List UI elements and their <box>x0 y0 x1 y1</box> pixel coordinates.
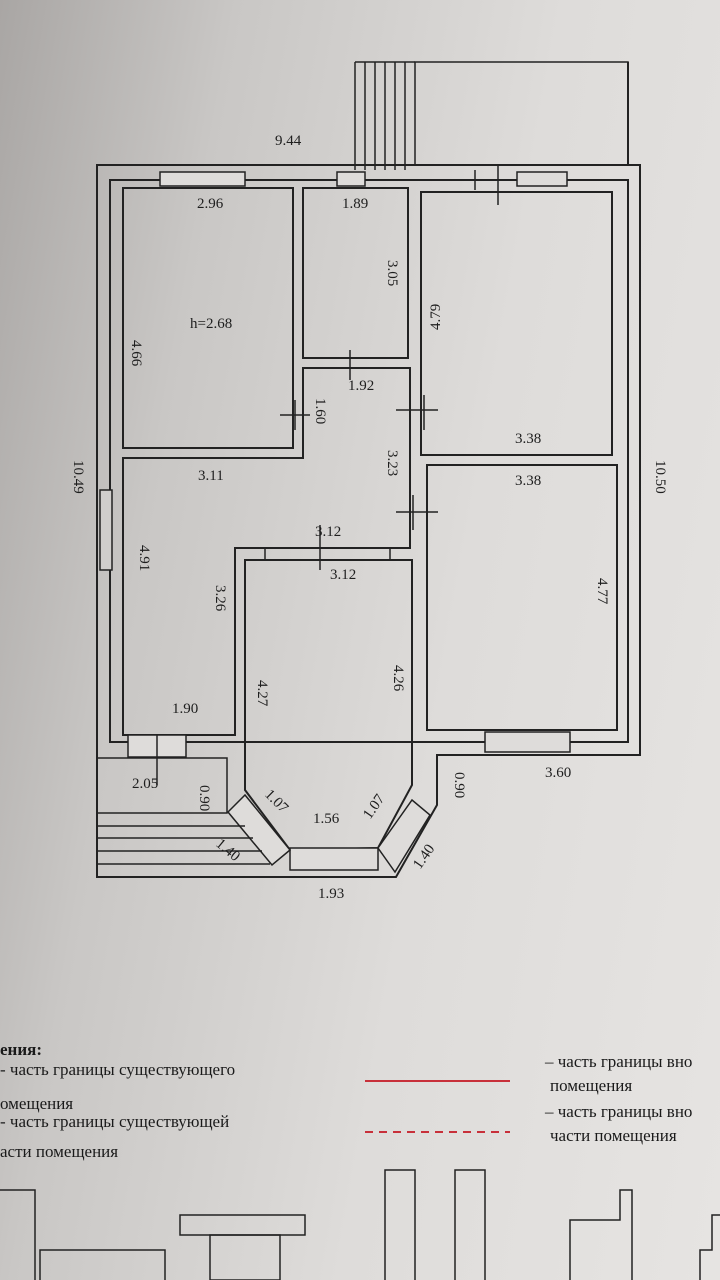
dim-outer-front: 1.93 <box>318 886 344 902</box>
dim-room5-bottom: 3.60 <box>545 765 571 781</box>
dim-porch-left-depth: 0.90 <box>196 785 212 811</box>
legend-heading: ения: <box>0 1040 42 1059</box>
dim-porch-right-depth: 0.90 <box>451 772 467 798</box>
inner-wall <box>109 179 629 743</box>
dim-room5-depth: 4.77 <box>594 578 610 605</box>
dim-porch-left-width: 2.05 <box>132 776 158 792</box>
dim-room3-width: 3.38 <box>515 431 541 447</box>
dim-room4-inner: 3.26 <box>212 585 228 612</box>
top-porch-stairs <box>354 61 629 170</box>
outer-wall <box>96 62 641 878</box>
windows <box>99 165 571 874</box>
legend-item4-line1: – часть границы вно <box>545 1102 693 1121</box>
dim-room2-depth: 3.05 <box>384 260 400 286</box>
dim-hall-side: 1.60 <box>312 398 328 424</box>
dim-diag-outer-left: 1.40 <box>212 836 242 865</box>
dim-hall-bottom-a: 3.12 <box>315 524 341 540</box>
dim-room1-width: 2.96 <box>197 196 224 212</box>
dim-room5-width: 3.38 <box>515 473 541 489</box>
left-porch-steps <box>96 735 270 865</box>
dim-right-total: 10.50 <box>652 460 668 494</box>
legend-item3-line1: – часть границы вно <box>545 1052 693 1071</box>
legend-item3-line2: помещения <box>550 1076 633 1095</box>
dim-bay-right: 4.26 <box>390 665 406 692</box>
dim-hall-bottom-b: 3.12 <box>330 567 356 583</box>
legend-item1-line1: - часть границы существующего <box>0 1060 236 1079</box>
legend-item4-line2: части помещения <box>550 1126 677 1145</box>
dim-left-total: 10.49 <box>70 460 86 494</box>
bottom-thumbnails <box>0 1169 720 1280</box>
room-1 <box>122 187 294 449</box>
dim-hall-depth: 3.23 <box>384 450 400 476</box>
dim-bay-front: 1.56 <box>313 811 340 827</box>
dim-porch-width: 9.44 <box>275 133 302 149</box>
room-2 <box>302 187 409 359</box>
room-5 <box>426 464 618 731</box>
legend-item1-line2: омещения <box>0 1094 74 1113</box>
dim-room1-side: 4.66 <box>128 340 144 367</box>
legend-item2-line1: - часть границы существующей <box>0 1112 230 1131</box>
dim-bay-diag-left: 1.07 <box>261 787 291 817</box>
dim-hall-top: 1.92 <box>348 378 374 394</box>
room1-ceiling-height: h=2.68 <box>190 316 232 332</box>
room-3 <box>420 191 613 456</box>
dim-room2-width: 1.89 <box>342 196 368 212</box>
dim-bay-left: 4.27 <box>254 680 270 707</box>
dim-bay-diag-right: 1.07 <box>360 791 388 822</box>
dim-room4-width: 3.11 <box>198 468 224 484</box>
dim-room3-depth: 4.79 <box>428 304 444 330</box>
dim-room4-bottom: 1.90 <box>172 701 198 717</box>
legend-item2-line2: асти помещения <box>0 1142 119 1161</box>
dim-room4-depth: 4.91 <box>136 545 152 571</box>
